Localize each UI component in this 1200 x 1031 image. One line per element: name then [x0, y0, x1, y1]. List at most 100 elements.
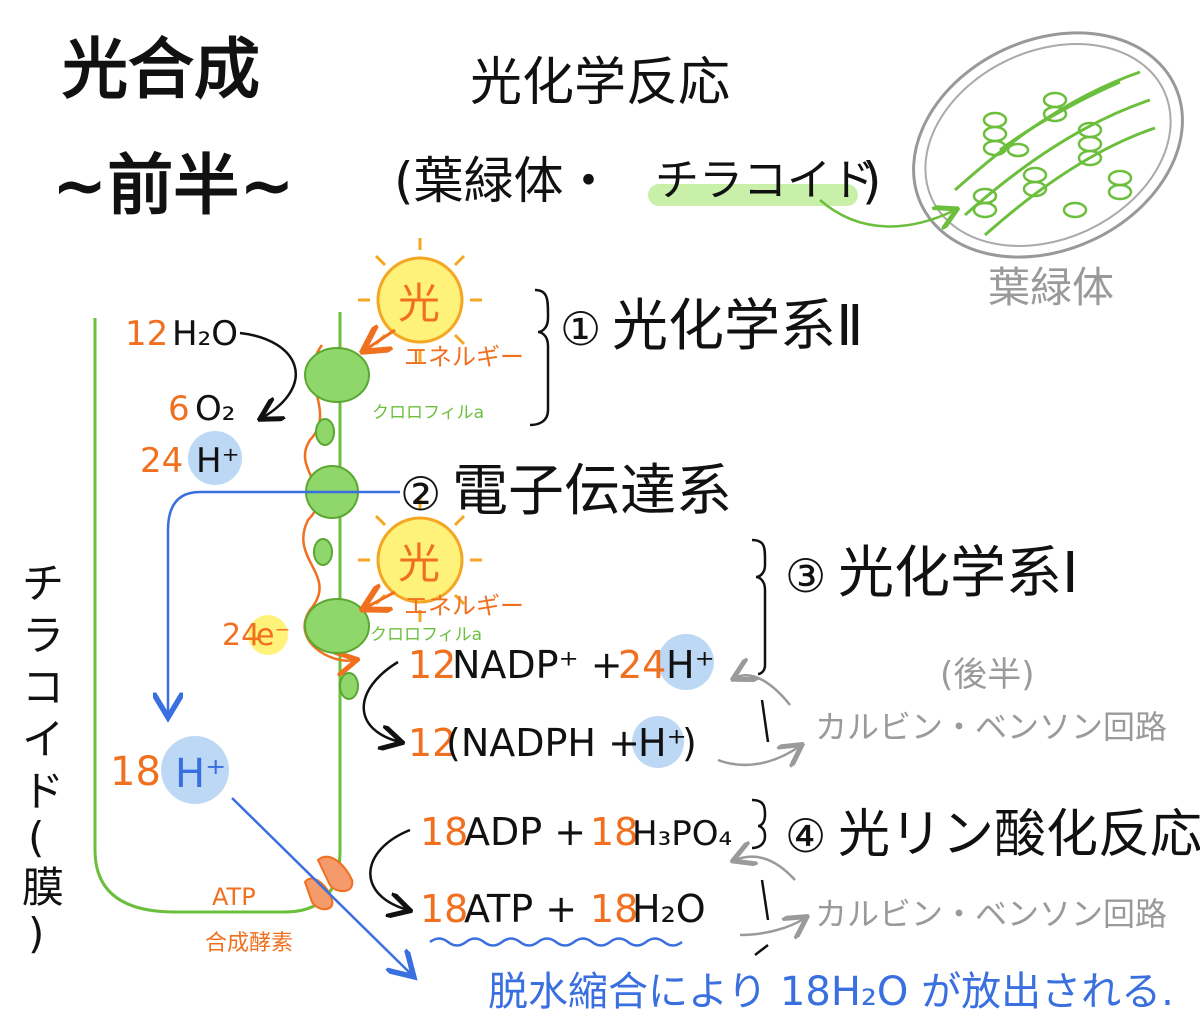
chlorophyll-label-1: クロロフィルa: [372, 403, 484, 423]
nadp-proton-bubble: [658, 634, 714, 690]
title-line1: 光合成: [62, 31, 260, 108]
photosystem1-complex: [304, 598, 370, 654]
grana-stacks: [972, 91, 1133, 219]
chlorophyll-label-2: クロロフィルa: [370, 625, 482, 645]
chloroplast-inner-membrane: [924, 43, 1172, 247]
subtitle-location-highlight: チラコイド: [655, 155, 875, 206]
atp-synthase-line2: 合成酵素: [205, 931, 293, 956]
adp-label: ADP +: [464, 810, 586, 854]
cycle-tick-3: [754, 944, 769, 956]
step3-number: ③: [785, 549, 826, 603]
small-protein: [339, 672, 359, 700]
h2o-coefficient: 12: [125, 314, 168, 354]
svg-text:ラ: ラ: [22, 611, 64, 660]
sun-char-1: 光: [398, 279, 440, 328]
atp-synthase-head: [316, 855, 354, 893]
chloroplast-illustration: [912, 31, 1184, 259]
nadp-hplus-coefficient: 24: [618, 643, 666, 687]
calvin-return-arrow-1: [735, 675, 791, 706]
svg-text:コ: コ: [22, 663, 64, 712]
nadp-coefficient: 12: [408, 643, 456, 687]
highlight-marker: [648, 184, 858, 206]
step1-number: ①: [560, 302, 601, 356]
svg-text:ド: ド: [22, 767, 64, 816]
dehydration-note: 脱水縮合により 18H₂O が放出される.: [488, 969, 1174, 1015]
svg-text:イ: イ: [22, 715, 64, 764]
h2o-label: H₂O: [172, 314, 238, 354]
calvin-cycle-label-1: カルビン・ベンソン回路: [815, 708, 1167, 746]
svg-text:(: (: [28, 813, 44, 862]
energy-label-2: エネルギー: [404, 592, 524, 620]
svg-text:膜: 膜: [22, 863, 64, 912]
h3po4-label: H₃PO₄: [632, 814, 732, 854]
subtitle-location-suffix: ): [862, 152, 882, 210]
subtitle-location-prefix: (葉緑体・: [394, 152, 614, 210]
atp-synthase-line1: ATP: [212, 883, 256, 911]
sun-char-2: 光: [398, 539, 440, 588]
nadp-reaction-arrow: [362, 660, 400, 742]
wavy-underline: [429, 937, 683, 947]
o2-coefficient: 6: [168, 389, 190, 429]
nadph-hplus-label: H⁺: [638, 721, 687, 765]
nadph-close: ): [682, 721, 697, 765]
calvin-return-arrow-2: [735, 857, 796, 881]
nadph-product: (NADPH +: [446, 721, 640, 765]
sun-icon: [358, 238, 482, 362]
second-half-label: (後半): [940, 655, 1035, 695]
nadph-coefficient: 12: [408, 721, 456, 765]
step2-number: ②: [400, 467, 441, 521]
step2-label: 電子伝達系: [452, 459, 732, 524]
h3po4-coefficient: 18: [590, 810, 638, 854]
svg-text:チ: チ: [22, 559, 64, 608]
svg-text:): ): [28, 909, 44, 958]
cycle-tick-2: [760, 879, 770, 921]
nadph-proton-bubble: [632, 716, 684, 768]
photosystem2-complex: [304, 347, 370, 403]
atp-reaction-arrow: [369, 828, 410, 910]
title-line2: ~前半~: [52, 147, 295, 224]
membrane-proteins: [304, 347, 370, 700]
adp-coefficient: 18: [420, 810, 468, 854]
proton-bubble: [188, 431, 242, 485]
cycle-tick-1: [760, 699, 770, 743]
bracket-step1: [529, 288, 550, 427]
calvin-feed-arrow-2: [739, 918, 805, 935]
hplus-label-1: H⁺: [196, 441, 240, 481]
electron-label: e⁻: [256, 618, 290, 653]
o2-label: O₂: [195, 389, 235, 429]
light-arrow-1: [365, 330, 396, 350]
step4-label: 光リン酸化反応: [838, 805, 1200, 865]
water-split-arrow: [239, 331, 297, 418]
nadp-hplus-label: H⁺: [666, 643, 715, 687]
h2o-product-label: H₂O: [632, 887, 706, 931]
nadp-reactant: NADP⁺ +: [452, 643, 623, 687]
sun-icon: [358, 498, 482, 622]
step4-number: ④: [785, 809, 826, 863]
proton-pump-arrow: [168, 490, 400, 715]
hplus-coefficient-1: 24: [140, 441, 183, 481]
calvin-feed-arrow-1: [717, 746, 800, 765]
small-protein: [313, 538, 333, 566]
pointer-to-thylakoid: [819, 199, 955, 226]
step1-label: 光化学系Ⅱ: [612, 294, 864, 359]
atp-coefficient: 18: [420, 887, 468, 931]
light-arrow-2: [365, 592, 396, 608]
calvin-cycle-label-2: カルビン・ベンソン回路: [815, 895, 1167, 933]
electron-coefficient: 24: [222, 618, 260, 653]
electron-bubble: [248, 615, 288, 655]
proton-outflow-arrow: [231, 797, 412, 975]
energy-label-1: エネルギー: [404, 343, 524, 371]
bracket-step3: [751, 538, 767, 676]
membrane-label: チ ラ コ イ ド ( 膜 ): [22, 559, 64, 958]
step3-label: 光化学系Ⅰ: [838, 541, 1079, 606]
h2o-product-coefficient: 18: [590, 887, 638, 931]
subtitle-reaction: 光化学反応: [470, 53, 730, 113]
small-protein: [315, 418, 335, 446]
lumen-proton-label: H⁺: [175, 751, 226, 797]
chloroplast-label: 葉緑体: [988, 263, 1114, 312]
atp-label: ATP +: [464, 887, 577, 931]
bracket-step4: [751, 798, 767, 850]
lumen-proton-coefficient: 18: [110, 749, 161, 795]
chloroplast-outer-membrane: [912, 31, 1184, 259]
